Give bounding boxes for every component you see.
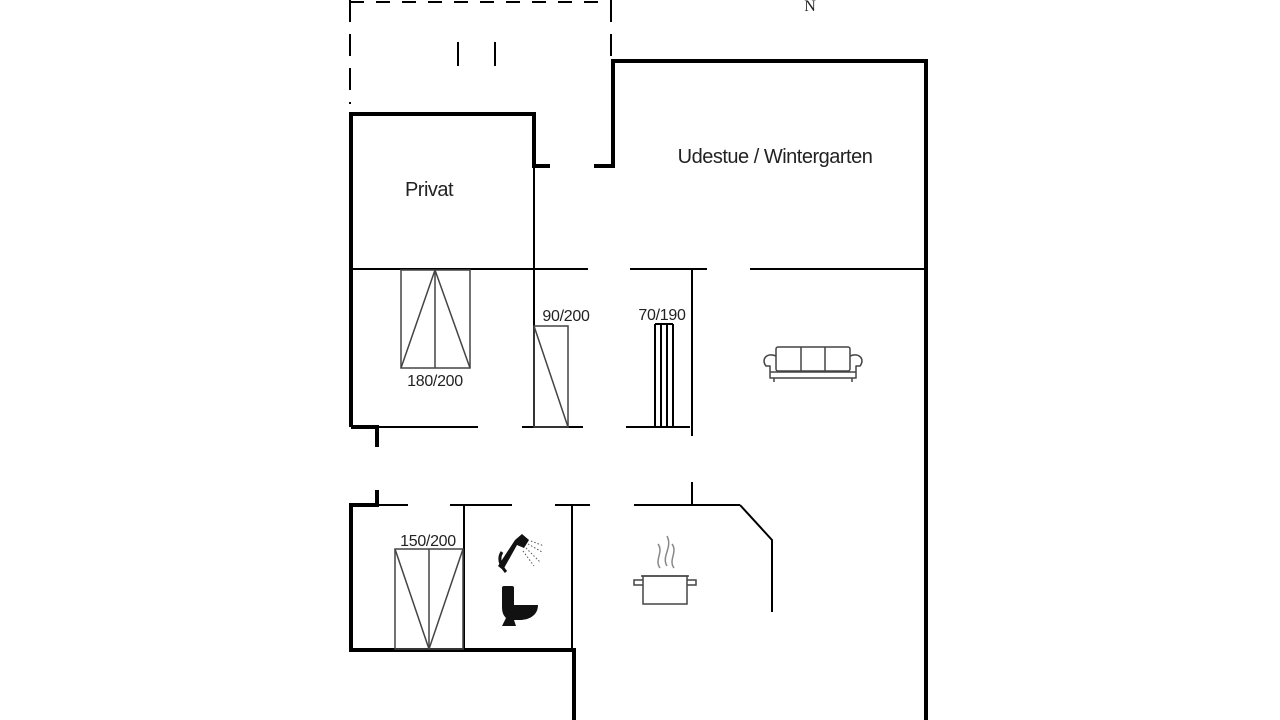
terrace-outline bbox=[349, 0, 612, 104]
bed-size-label: 150/200 bbox=[400, 533, 456, 550]
terrace-door-marks bbox=[457, 42, 496, 66]
room-label-private: Privat bbox=[405, 179, 454, 201]
bed-size-label: 180/200 bbox=[407, 373, 463, 390]
north-marker: N bbox=[804, 0, 816, 15]
bed-size-label: 90/200 bbox=[542, 308, 590, 325]
toilet-icon bbox=[502, 586, 538, 626]
room-label-wintergarden: Udestue / Wintergarten bbox=[678, 146, 873, 168]
bed-size-label: 70/190 bbox=[638, 307, 686, 324]
double-bed-top bbox=[400, 269, 471, 369]
cooking-pot-icon bbox=[633, 535, 697, 605]
exterior-walls bbox=[349, 59, 928, 720]
interior-walls bbox=[351, 166, 924, 650]
shower-icon bbox=[498, 534, 545, 573]
double-bed-bottom bbox=[394, 548, 464, 650]
single-bed bbox=[533, 325, 569, 428]
bunk-bed bbox=[654, 323, 674, 427]
sofa-icon bbox=[763, 346, 863, 382]
